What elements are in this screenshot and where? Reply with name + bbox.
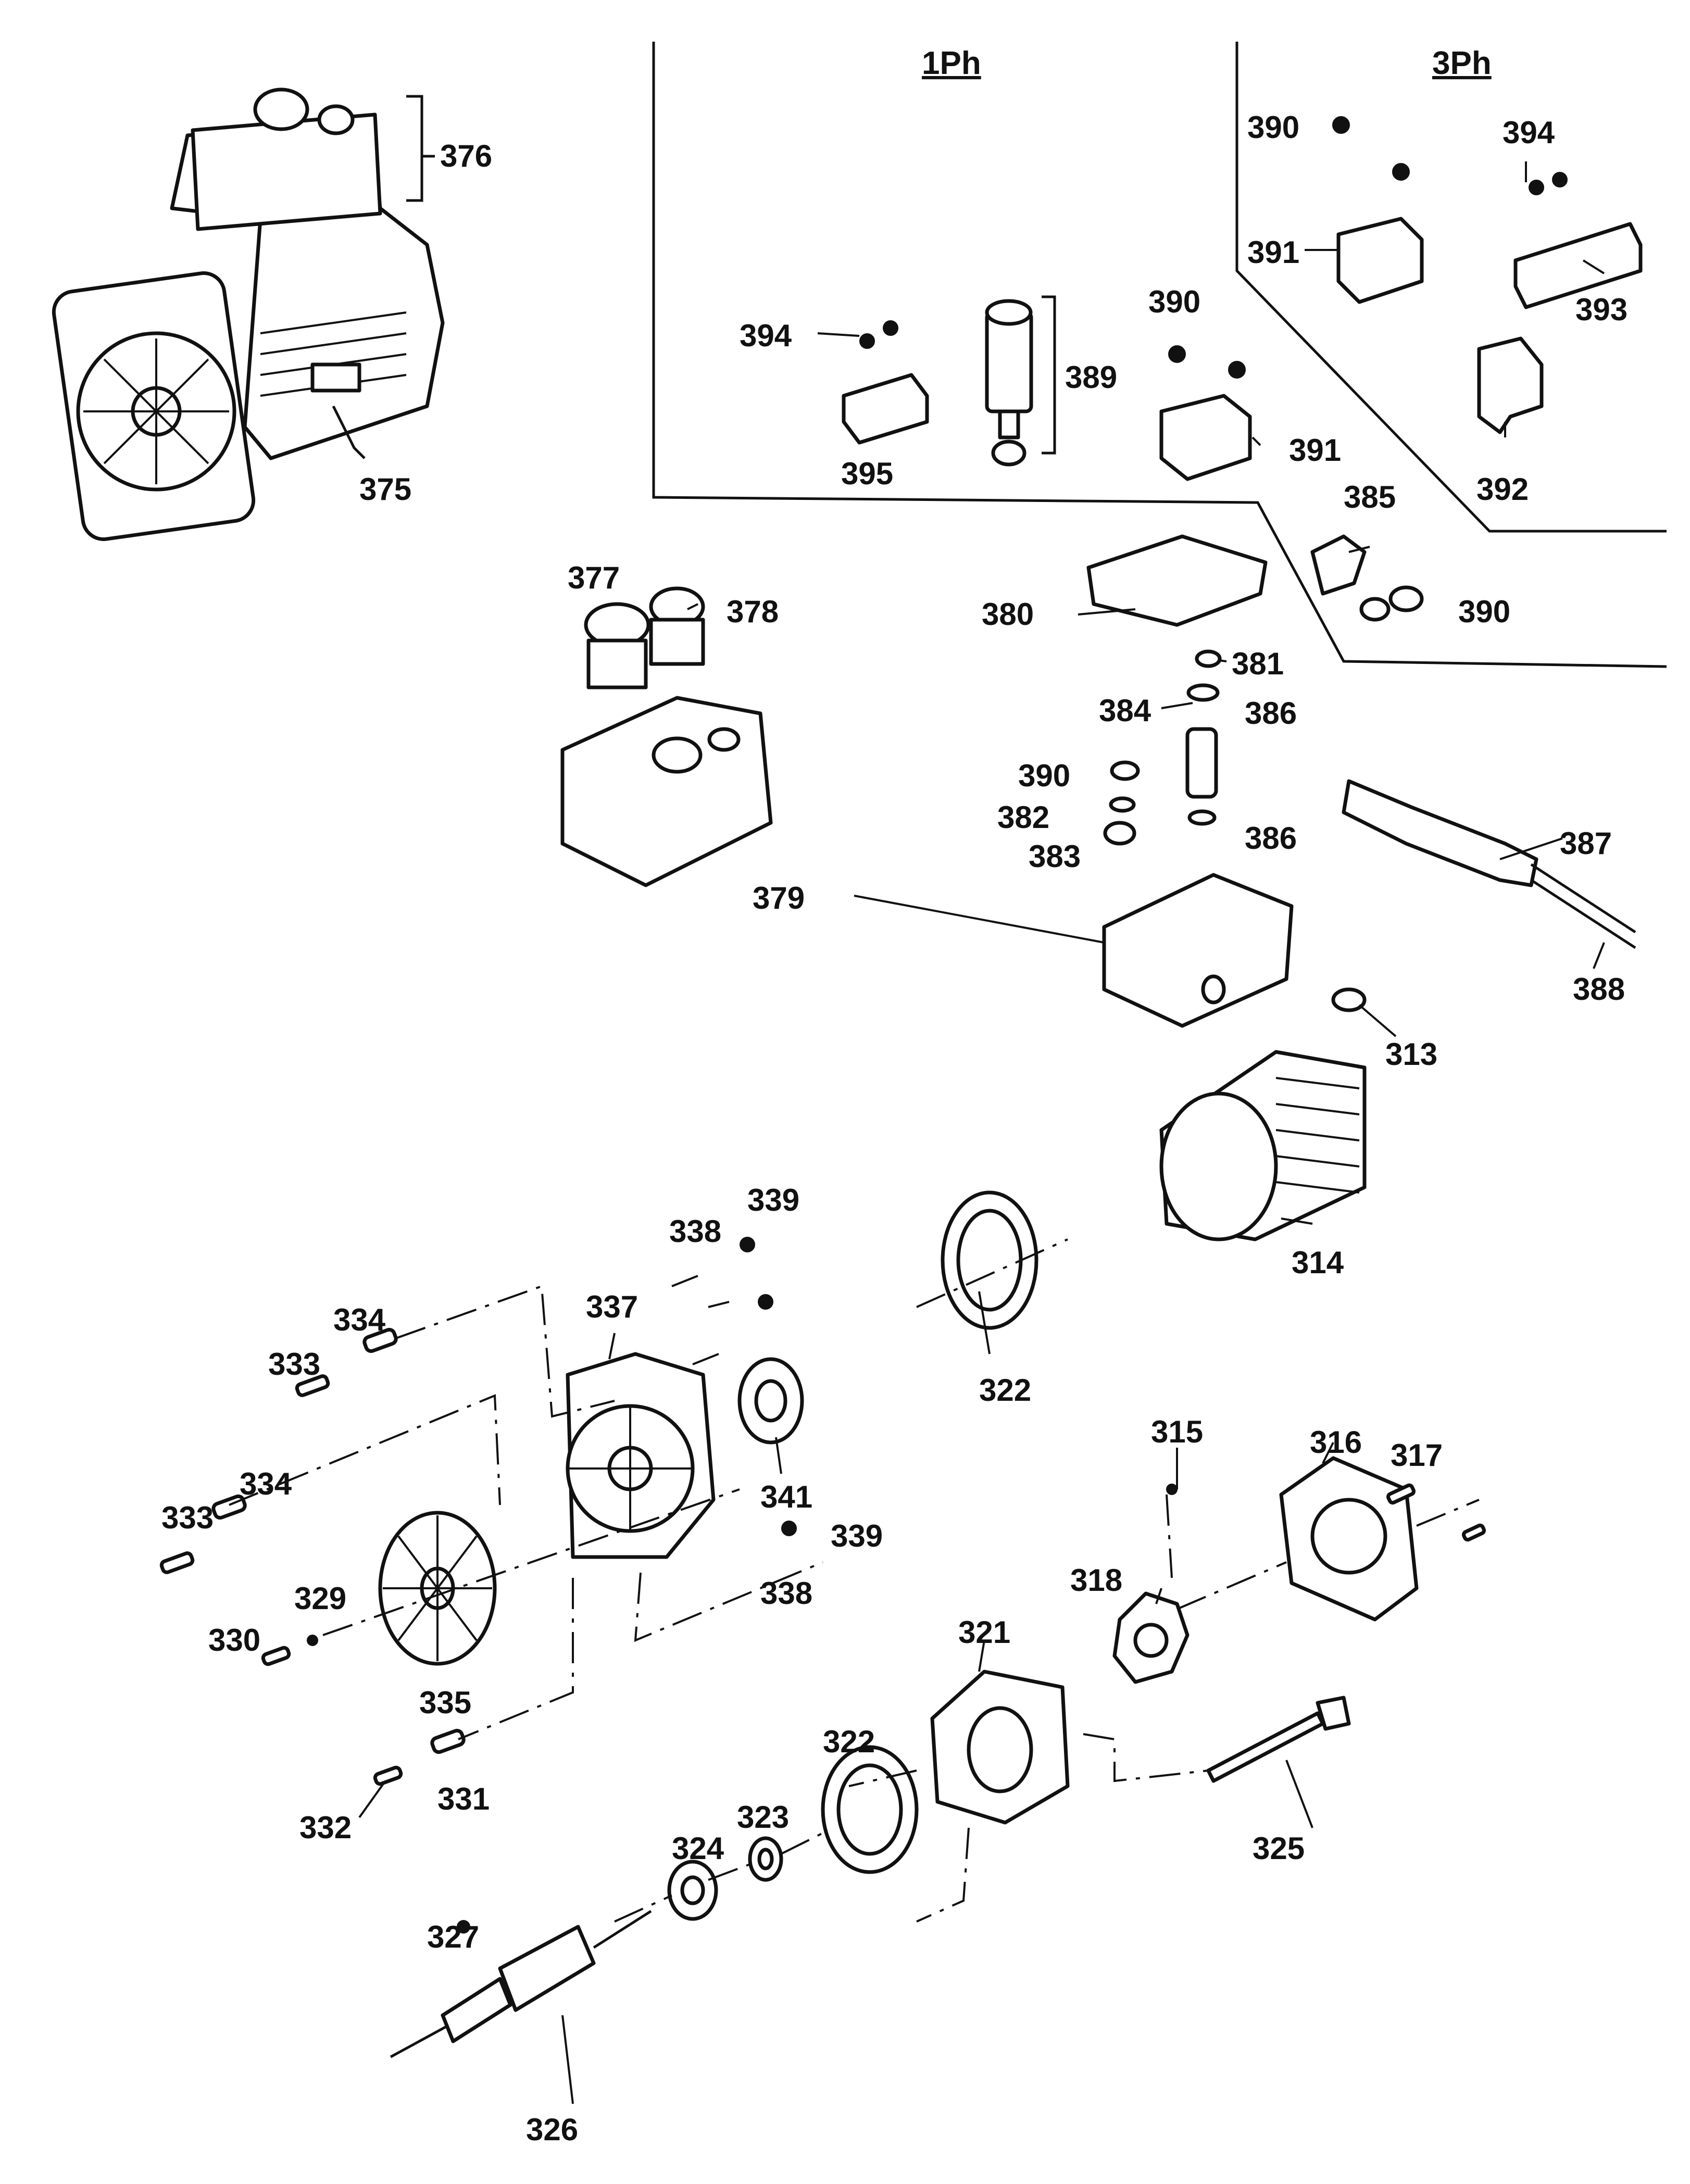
part-label-321: 321 bbox=[958, 1615, 1010, 1650]
ground-lug-313 bbox=[1331, 987, 1367, 1012]
mounting-plate-380 bbox=[1086, 534, 1268, 627]
part-label-384: 384 bbox=[1099, 693, 1151, 728]
fan-cover-316 bbox=[1279, 1456, 1419, 1622]
part-label-314: 314 bbox=[1292, 1245, 1344, 1280]
assembly-axis-lines bbox=[229, 1238, 1480, 1923]
part-label-326: 326 bbox=[526, 2112, 578, 2147]
part-label-331: 331 bbox=[437, 1781, 490, 1816]
part-label-391-3ph: 391 bbox=[1247, 235, 1299, 270]
end-shield-337 bbox=[566, 1352, 716, 1559]
part-label-376: 376 bbox=[440, 139, 492, 173]
part-label-334: 334 bbox=[333, 1302, 386, 1337]
end-bracket-321 bbox=[930, 1670, 1070, 1825]
part-label-390-b: 390 bbox=[1018, 758, 1070, 793]
part-label-385: 385 bbox=[1344, 480, 1396, 514]
part-label-395: 395 bbox=[841, 456, 893, 491]
section-title-1ph: 1Ph bbox=[922, 45, 981, 81]
part-label-392: 392 bbox=[1476, 472, 1529, 507]
terminal-395 bbox=[842, 320, 929, 445]
part-label-394-3ph: 394 bbox=[1503, 115, 1555, 150]
fan-318 bbox=[1112, 1591, 1190, 1684]
part-label-380: 380 bbox=[982, 597, 1034, 632]
bearing-341 bbox=[737, 1357, 804, 1445]
relay-392 bbox=[1477, 336, 1544, 434]
part-label-383: 383 bbox=[1029, 839, 1081, 874]
cable-gland-387-388 bbox=[1342, 779, 1636, 949]
part-label-318: 318 bbox=[1070, 1563, 1122, 1598]
part-label-330: 330 bbox=[208, 1623, 260, 1658]
part-label-390-3ph: 390 bbox=[1247, 110, 1299, 145]
part-label-390-c: 390 bbox=[1458, 594, 1510, 629]
part-label-327: 327 bbox=[427, 1919, 479, 1954]
terminal-box-base bbox=[1102, 873, 1294, 1028]
part-label-377: 377 bbox=[568, 560, 620, 595]
part-label-381: 381 bbox=[1232, 646, 1284, 681]
through-bolt-325 bbox=[1206, 1696, 1351, 1783]
assembled-motor-drawing bbox=[52, 87, 445, 541]
part-label-339-b: 339 bbox=[831, 1518, 883, 1553]
part-label-335: 335 bbox=[419, 1685, 471, 1720]
buttons-377-378 bbox=[584, 586, 705, 689]
part-label-379: 379 bbox=[753, 881, 805, 915]
part-label-322: 322 bbox=[979, 1373, 1031, 1408]
part-label-313: 313 bbox=[1385, 1037, 1437, 1072]
part-label-387: 387 bbox=[1560, 826, 1612, 861]
fan-guard-335 bbox=[378, 1511, 497, 1666]
part-label-325: 325 bbox=[1253, 1831, 1305, 1866]
part-label-324: 324 bbox=[672, 1831, 724, 1866]
part-label-391: 391 bbox=[1289, 433, 1341, 468]
part-label-333-b: 333 bbox=[161, 1500, 214, 1535]
part-label-323: 323 bbox=[737, 1800, 789, 1835]
part-label-333: 333 bbox=[268, 1347, 320, 1382]
part-label-317: 317 bbox=[1391, 1438, 1443, 1473]
part-label-334-b: 334 bbox=[240, 1466, 292, 1501]
part-label-382: 382 bbox=[997, 800, 1049, 835]
part-label-337: 337 bbox=[586, 1289, 638, 1324]
bearing-324 bbox=[667, 1860, 718, 1921]
part-label-316: 316 bbox=[1310, 1425, 1362, 1460]
part-label-386: 386 bbox=[1245, 696, 1297, 731]
small-fasteners bbox=[159, 1237, 1486, 1934]
part-label-394: 394 bbox=[740, 318, 792, 353]
washer-323 bbox=[748, 1836, 783, 1882]
section-dividers bbox=[652, 42, 1667, 668]
switch-391-1ph bbox=[1159, 345, 1252, 481]
terminal-block-393 bbox=[1513, 222, 1643, 309]
switch-391-3ph bbox=[1332, 116, 1568, 304]
part-label-329: 329 bbox=[294, 1581, 346, 1616]
part-label-341: 341 bbox=[760, 1479, 812, 1514]
switch-385 bbox=[1310, 534, 1424, 622]
pin-and-washers bbox=[1103, 649, 1222, 846]
part-label-338-b: 338 bbox=[760, 1576, 812, 1611]
part-label-386-b: 386 bbox=[1245, 821, 1297, 856]
leader-lines bbox=[358, 161, 1605, 2104]
part-label-338: 338 bbox=[669, 1214, 721, 1249]
switch-cover-379 bbox=[560, 696, 773, 887]
part-label-378: 378 bbox=[727, 594, 779, 629]
part-label-315: 315 bbox=[1151, 1414, 1203, 1449]
part-label-393: 393 bbox=[1575, 292, 1628, 327]
capacitor-389 bbox=[985, 299, 1033, 467]
part-label-388: 388 bbox=[1573, 972, 1625, 1007]
part-label-322-b: 322 bbox=[823, 1724, 875, 1759]
part-number-labels: 376 375 394 389 390 391 395 393 392 385 … bbox=[161, 110, 1628, 2147]
part-label-389: 389 bbox=[1065, 360, 1117, 395]
spring-washer-322-lower bbox=[821, 1745, 919, 1874]
section-title-3ph: 3Ph bbox=[1432, 45, 1492, 81]
rotor-326 bbox=[390, 1910, 652, 2059]
part-label-375: 375 bbox=[359, 472, 411, 507]
part-label-390: 390 bbox=[1148, 284, 1200, 319]
stator-housing-314 bbox=[1159, 1050, 1367, 1241]
part-label-332: 332 bbox=[299, 1810, 352, 1845]
part-label-339: 339 bbox=[747, 1183, 799, 1217]
